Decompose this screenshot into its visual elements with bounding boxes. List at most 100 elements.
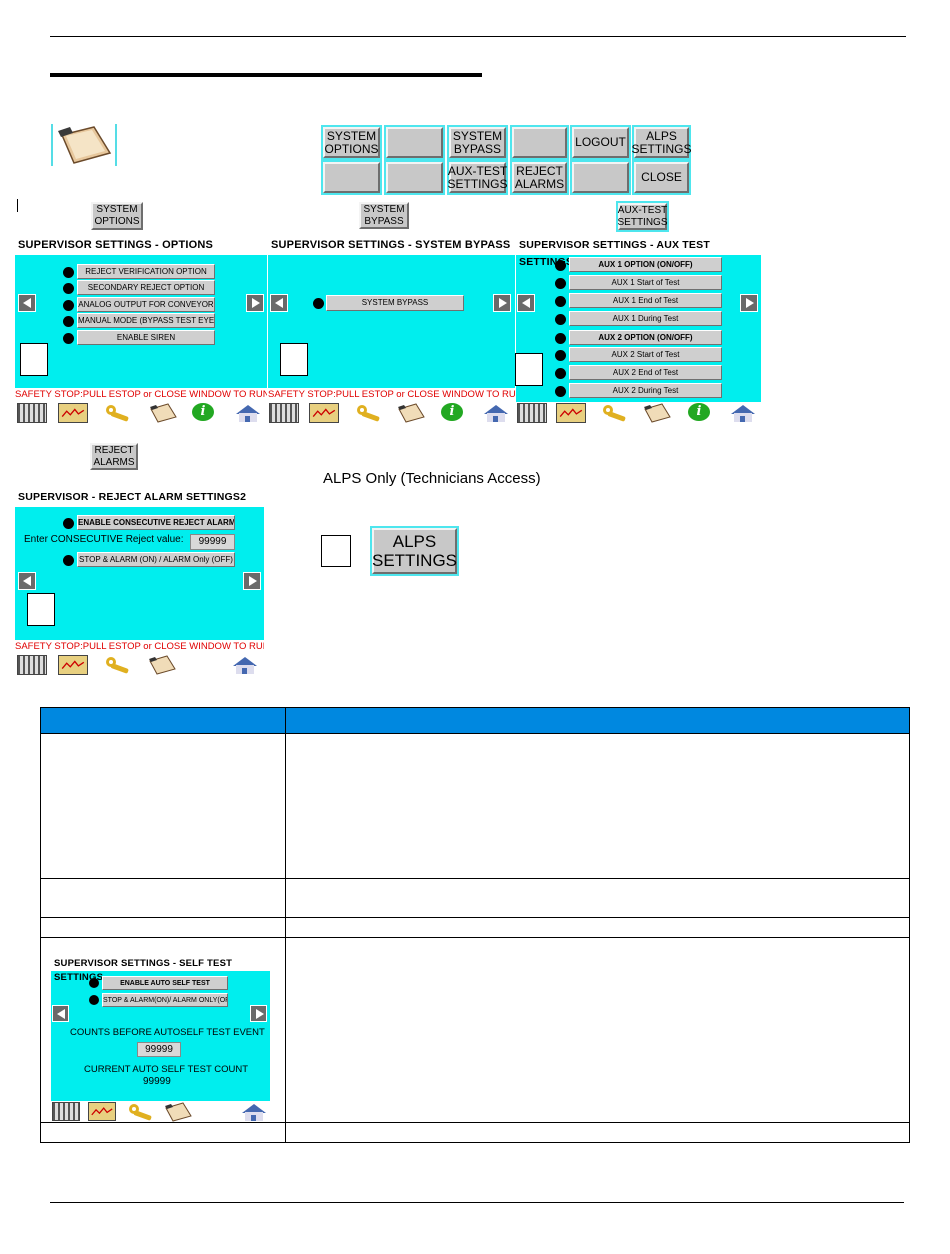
toolbar-empty-button[interactable] bbox=[323, 162, 380, 193]
calculator-icon[interactable] bbox=[52, 1102, 80, 1121]
toolbar-aux-test-button[interactable]: AUX-TEST SETTINGS bbox=[448, 162, 508, 193]
chart-icon[interactable] bbox=[58, 403, 88, 423]
chart-icon[interactable] bbox=[556, 403, 586, 423]
radio-indicator[interactable] bbox=[63, 316, 74, 327]
alps-settings-button[interactable]: ALPS SETTINGS bbox=[372, 528, 457, 574]
next-page-arrow[interactable] bbox=[243, 572, 261, 590]
enable-auto-self-test-button[interactable]: ENABLE AUTO SELF TEST bbox=[102, 976, 228, 990]
wrench-icon[interactable] bbox=[126, 1102, 156, 1122]
calculator-icon[interactable] bbox=[17, 655, 47, 675]
toolbar-system-bypass-button[interactable]: SYSTEM BYPASS bbox=[449, 127, 506, 158]
enable-siren-button[interactable]: ENABLE SIREN bbox=[77, 330, 215, 345]
system-options-button[interactable]: SYSTEM OPTIONS bbox=[91, 202, 143, 230]
aux2-during-button[interactable]: AUX 2 During Test bbox=[569, 383, 722, 398]
prev-page-arrow[interactable] bbox=[270, 294, 288, 312]
calculator-icon[interactable] bbox=[17, 403, 47, 423]
self-test-stop-alarm-button[interactable]: STOP & ALARM(ON)/ ALARM ONLY(OFF) bbox=[102, 993, 228, 1007]
wrench-icon[interactable] bbox=[354, 403, 384, 423]
home-icon[interactable] bbox=[239, 1102, 269, 1122]
radio-indicator[interactable] bbox=[63, 555, 74, 566]
radio-indicator[interactable] bbox=[63, 518, 74, 529]
calculator-icon[interactable] bbox=[269, 403, 299, 423]
clipboard-icon[interactable] bbox=[148, 403, 178, 423]
toolbar-logout-button[interactable]: LOGOUT bbox=[572, 127, 629, 158]
next-page-arrow[interactable] bbox=[246, 294, 264, 312]
radio-indicator[interactable] bbox=[555, 314, 566, 325]
consecutive-value-field[interactable]: 99999 bbox=[190, 534, 235, 550]
counts-before-field[interactable]: 99999 bbox=[137, 1042, 181, 1057]
aux1-end-button[interactable]: AUX 1 End of Test bbox=[569, 293, 722, 308]
radio-indicator[interactable] bbox=[555, 368, 566, 379]
wrench-icon[interactable] bbox=[103, 655, 133, 675]
prev-page-arrow[interactable] bbox=[52, 1005, 69, 1022]
prev-page-arrow[interactable] bbox=[18, 572, 36, 590]
home-icon[interactable] bbox=[481, 403, 511, 423]
next-page-arrow[interactable] bbox=[740, 294, 758, 312]
radio-indicator[interactable] bbox=[313, 298, 324, 309]
aux-test-settings-button[interactable]: AUX-TEST SETTINGS bbox=[618, 203, 668, 230]
analog-output-button[interactable]: ANALOG OUTPUT FOR CONVEYOR bbox=[77, 297, 215, 312]
radio-indicator[interactable] bbox=[555, 333, 566, 344]
toolbar-empty-button[interactable] bbox=[386, 127, 443, 158]
footer-rule bbox=[50, 1202, 904, 1203]
radio-indicator[interactable] bbox=[555, 350, 566, 361]
radio-indicator[interactable] bbox=[555, 386, 566, 397]
system-bypass-toggle-button[interactable]: SYSTEM BYPASS bbox=[326, 295, 464, 311]
toolbar-empty-button[interactable] bbox=[386, 162, 443, 193]
bottom-icon-bar: i bbox=[268, 402, 515, 424]
row-divider bbox=[41, 1122, 909, 1123]
reject-alarms-button[interactable]: REJECT ALARMS bbox=[90, 443, 138, 470]
radio-indicator[interactable] bbox=[63, 267, 74, 278]
chart-icon[interactable] bbox=[309, 403, 339, 423]
aux1-start-button[interactable]: AUX 1 Start of Test bbox=[569, 275, 722, 290]
description-table: SUPERVISOR SETTINGS - SELF TEST SETTINGS… bbox=[40, 707, 910, 1143]
clipboard-icon[interactable] bbox=[642, 403, 672, 423]
home-icon[interactable] bbox=[230, 655, 260, 675]
info-icon[interactable]: i bbox=[688, 403, 710, 421]
radio-indicator[interactable] bbox=[555, 296, 566, 307]
radio-indicator[interactable] bbox=[89, 995, 99, 1005]
radio-indicator[interactable] bbox=[63, 283, 74, 294]
clipboard-icon[interactable] bbox=[163, 1102, 193, 1122]
info-icon[interactable]: i bbox=[441, 403, 463, 421]
aux-test-panel: SUPERVISOR SETTINGS - AUX TEST SETTINGS … bbox=[515, 237, 761, 424]
toolbar-reject-alarms-button[interactable]: REJECT ALARMS bbox=[512, 162, 567, 193]
toolbar-system-options-button[interactable]: SYSTEM OPTIONS bbox=[323, 127, 380, 158]
prev-page-arrow[interactable] bbox=[18, 294, 36, 312]
home-icon[interactable] bbox=[233, 403, 263, 423]
enable-consecutive-reject-button[interactable]: ENABLE CONSECUTIVE REJECT ALARM bbox=[77, 515, 235, 530]
radio-indicator[interactable] bbox=[555, 260, 566, 271]
clipboard-icon[interactable] bbox=[396, 403, 426, 423]
radio-indicator[interactable] bbox=[63, 300, 74, 311]
toolbar-empty-button[interactable] bbox=[572, 162, 629, 193]
secondary-reject-option-button[interactable]: SECONDARY REJECT OPTION bbox=[77, 280, 215, 295]
toolbar-close-button[interactable]: CLOSE bbox=[634, 162, 689, 193]
chart-icon[interactable] bbox=[88, 1102, 116, 1121]
toolbar-empty-button[interactable] bbox=[512, 127, 567, 158]
manual-mode-button[interactable]: MANUAL MODE (BYPASS TEST EYE) bbox=[77, 313, 215, 328]
info-icon[interactable]: i bbox=[192, 403, 214, 421]
prev-page-arrow[interactable] bbox=[517, 294, 535, 312]
clipboard-icon[interactable] bbox=[147, 655, 177, 675]
column-divider bbox=[285, 708, 286, 1142]
home-icon[interactable] bbox=[728, 403, 758, 423]
aux2-end-button[interactable]: AUX 2 End of Test bbox=[569, 365, 722, 380]
aux2-start-button[interactable]: AUX 2 Start of Test bbox=[569, 347, 722, 362]
aux2-option-button[interactable]: AUX 2 OPTION (ON/OFF) bbox=[569, 330, 722, 345]
next-page-arrow[interactable] bbox=[250, 1005, 267, 1022]
aux1-option-button[interactable]: AUX 1 OPTION (ON/OFF) bbox=[569, 257, 722, 272]
options-panel: SUPERVISOR SETTINGS - OPTIONS REJECT VER… bbox=[15, 237, 267, 424]
wrench-icon[interactable] bbox=[600, 403, 630, 423]
radio-indicator[interactable] bbox=[89, 978, 99, 988]
wrench-icon[interactable] bbox=[103, 403, 133, 423]
system-bypass-button[interactable]: SYSTEM BYPASS bbox=[359, 202, 409, 229]
next-page-arrow[interactable] bbox=[493, 294, 511, 312]
aux1-during-button[interactable]: AUX 1 During Test bbox=[569, 311, 722, 326]
reject-verification-option-button[interactable]: REJECT VERIFICATION OPTION bbox=[77, 264, 215, 279]
calculator-icon[interactable] bbox=[517, 403, 547, 423]
radio-indicator[interactable] bbox=[63, 333, 74, 344]
toolbar-alps-settings-button[interactable]: ALPS SETTINGS bbox=[632, 127, 692, 158]
radio-indicator[interactable] bbox=[555, 278, 566, 289]
stop-alarm-toggle-button[interactable]: STOP & ALARM (ON) / ALARM Only (OFF) bbox=[77, 552, 235, 567]
chart-icon[interactable] bbox=[58, 655, 88, 675]
